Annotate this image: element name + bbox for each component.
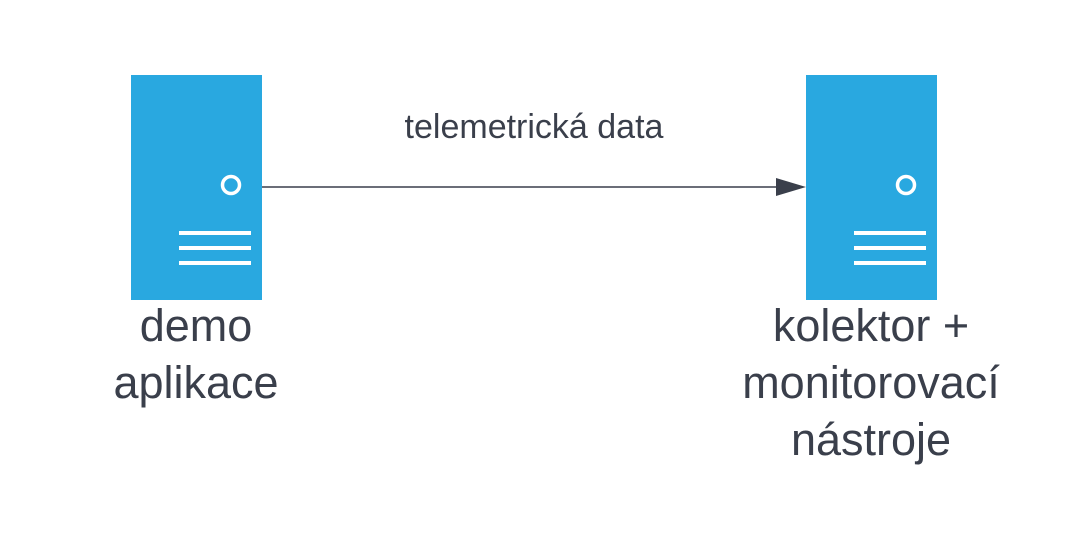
collector-label: kolektor + monitorovací nástroje (711, 297, 1031, 468)
server-icon (806, 75, 937, 300)
label-line: aplikace (113, 357, 279, 408)
label-line: kolektor + (772, 300, 970, 351)
collector-server (806, 75, 937, 300)
label-line: demo (139, 300, 253, 351)
demo-app-label: demo aplikace (76, 297, 316, 411)
server-icon (131, 75, 262, 300)
arrow-head (776, 178, 806, 196)
label-line: nástroje (790, 414, 952, 465)
edge-label: telemetrická data (404, 108, 664, 146)
label-line: monitorovací (742, 357, 1000, 408)
demo-app-server (131, 75, 262, 300)
